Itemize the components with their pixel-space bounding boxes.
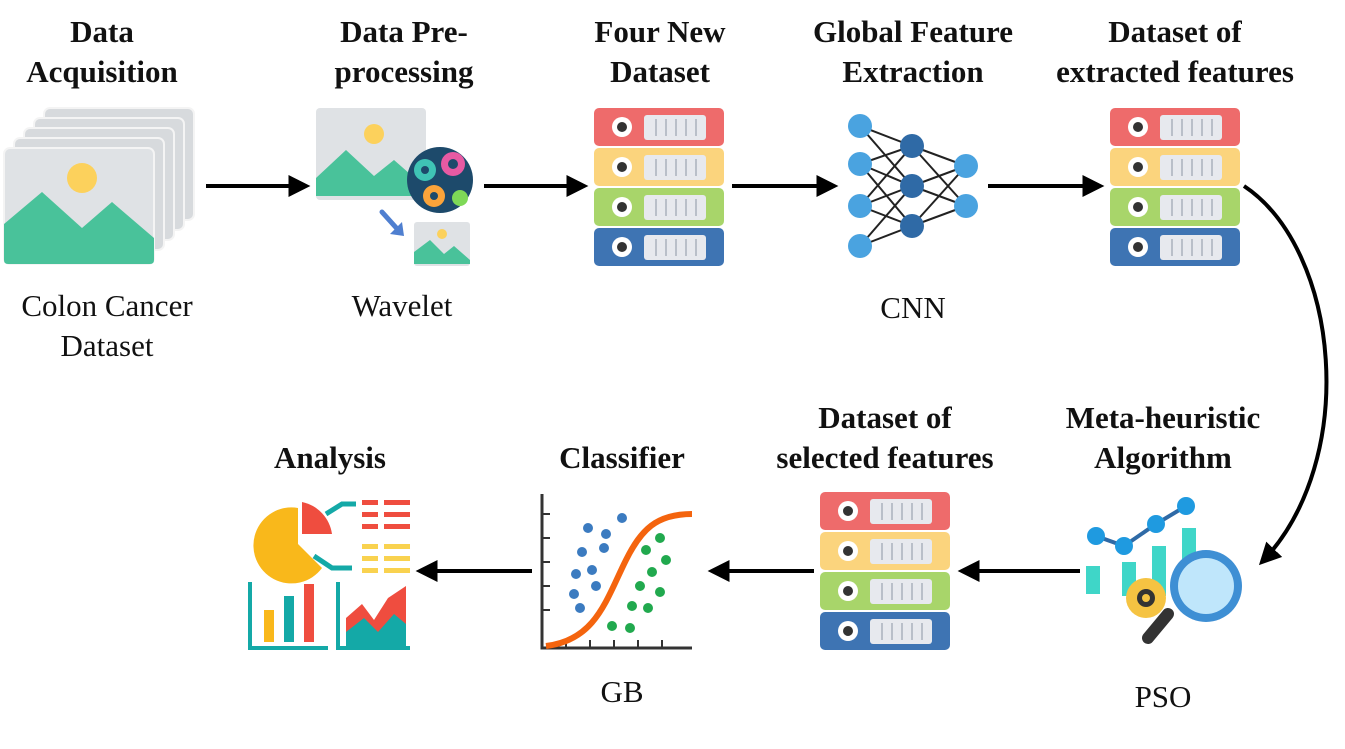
step-title-analysis: Analysis — [274, 440, 386, 475]
neural-network-icon — [840, 108, 990, 268]
image-processing-icon — [312, 104, 482, 274]
database-icon-extracted — [1108, 106, 1242, 270]
caption-cnn: CNN — [880, 290, 946, 325]
caption-colon-cancer-dataset: Colon Cancer Dataset — [21, 288, 193, 363]
caption-wavelet: Wavelet — [351, 288, 453, 323]
database-icon-selected — [818, 490, 952, 654]
caption-gb: GB — [600, 674, 644, 709]
analysis-dashboard-icon — [246, 486, 416, 656]
step-title-extracted-features: Dataset of extracted features — [1056, 14, 1294, 89]
step-title-metaheuristic: Meta-heuristic Algorithm — [1065, 400, 1261, 475]
step-title-selected-features: Dataset of selected features — [776, 400, 994, 475]
step-title-data-preprocessing: Data Pre- processing — [334, 14, 474, 89]
caption-pso: PSO — [1134, 679, 1192, 714]
classifier-chart-icon — [536, 490, 706, 655]
image-stack-icon — [2, 104, 202, 274]
database-icon-four-new — [592, 106, 726, 270]
step-title-data-acquisition: Data Acquisition — [26, 14, 178, 89]
step-title-global-feature-extraction: Global Feature Extraction — [812, 14, 1014, 89]
step-title-four-new-dataset: Four New Dataset — [594, 14, 726, 89]
arrow-extracted-to-metaheuristic — [1242, 184, 1329, 566]
step-title-classifier: Classifier — [559, 440, 685, 475]
optimization-search-icon — [1078, 488, 1248, 658]
